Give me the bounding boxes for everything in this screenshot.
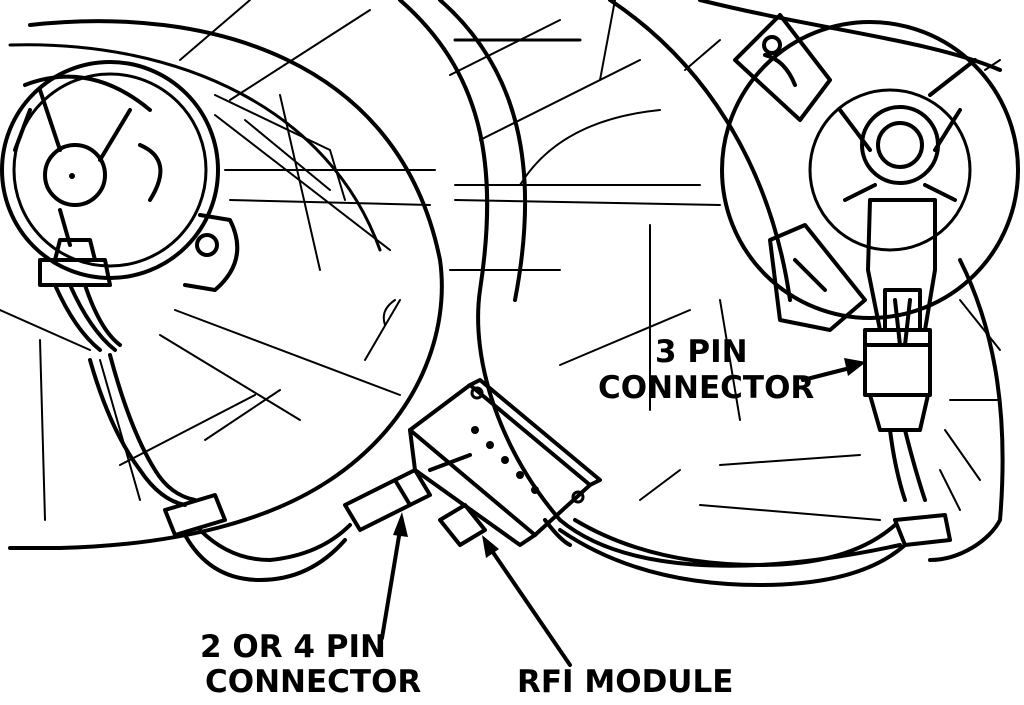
three-pin-label-line1: 3 PIN xyxy=(655,334,748,370)
two-or-four-pin-connector xyxy=(343,453,472,532)
rfi-module-label: RFI MODULE xyxy=(517,664,733,700)
two-or-four-leader xyxy=(380,528,402,640)
left-fan-motor xyxy=(0,60,240,292)
left-fan-blades xyxy=(0,0,436,521)
label-two-or-four-pin: 2 OR 4 PIN CONNECTOR xyxy=(200,512,421,700)
left-motor-harness xyxy=(38,258,352,582)
right-fan xyxy=(608,0,1020,562)
rfi-module-leader xyxy=(488,546,572,667)
two-or-four-label-line1: 2 OR 4 PIN xyxy=(200,629,386,665)
rfi-module-arrowhead xyxy=(482,535,499,558)
three-pin-connector xyxy=(863,198,952,547)
left-fan xyxy=(0,0,444,582)
rfi-module-assembly xyxy=(343,378,907,587)
right-fan-blades xyxy=(939,59,1001,511)
three-pin-leader xyxy=(801,366,852,382)
rfi-module xyxy=(408,378,602,547)
three-pin-label-line2: CONNECTOR xyxy=(598,370,814,406)
right-fan-motor xyxy=(720,13,1020,332)
center-frame xyxy=(382,0,902,568)
three-pin-arrowhead xyxy=(844,358,866,376)
label-three-pin: 3 PIN CONNECTOR xyxy=(598,334,866,406)
two-or-four-arrowhead xyxy=(393,512,408,537)
two-or-four-label-line2: CONNECTOR xyxy=(205,664,421,700)
label-rfi-module: RFI MODULE xyxy=(482,535,733,700)
